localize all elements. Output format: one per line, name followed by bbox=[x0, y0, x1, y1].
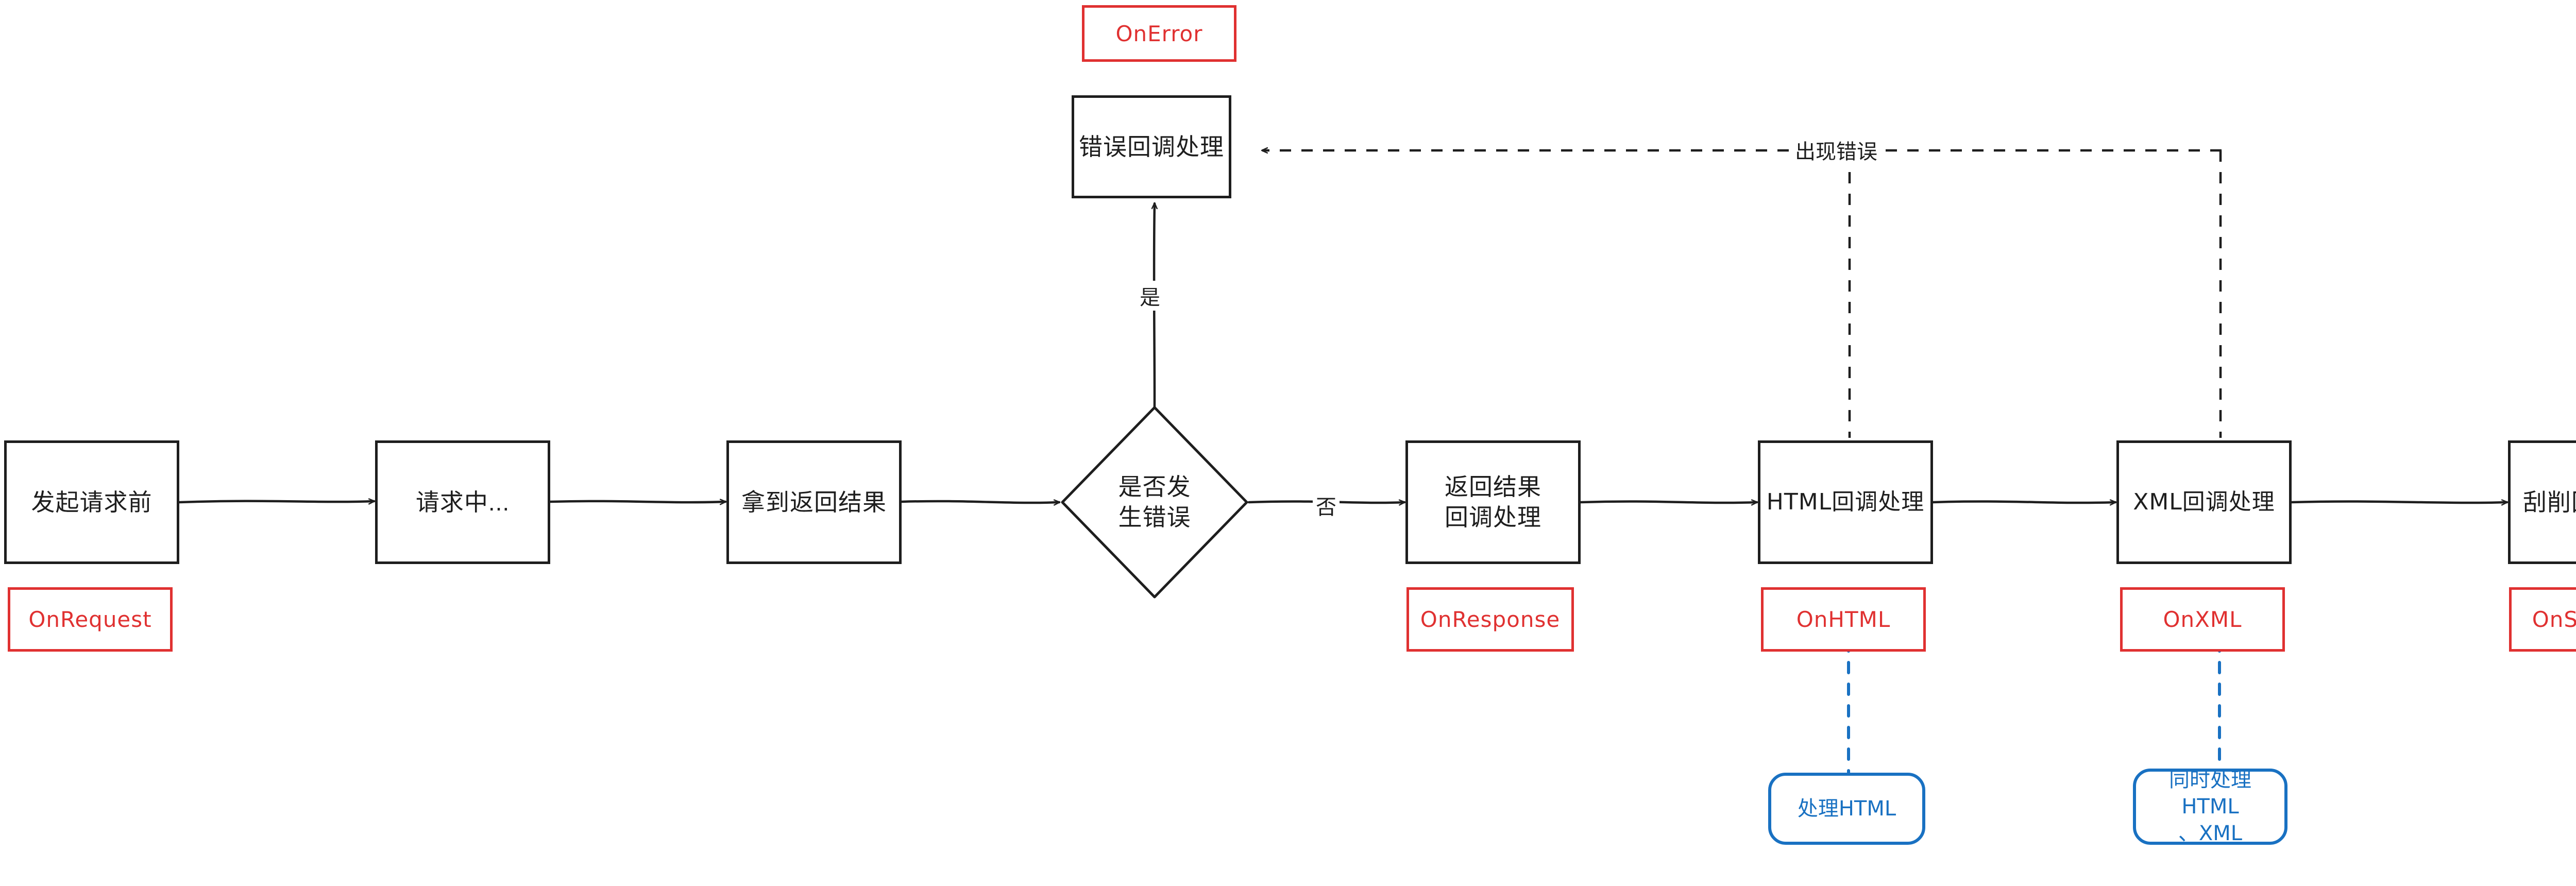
node-response-callback[interactable]: 返回结果 回调处理 bbox=[1405, 440, 1581, 564]
node-got-result[interactable]: 拿到返回结果 bbox=[726, 440, 902, 564]
event-on-error-label: OnError bbox=[1115, 21, 1203, 46]
event-on-scraped[interactable]: OnScraped bbox=[2509, 587, 2576, 652]
node-xml-callback[interactable]: XML回调处理 bbox=[2116, 440, 2292, 564]
event-on-request-label: OnRequest bbox=[28, 607, 152, 632]
event-on-response-label: OnResponse bbox=[1420, 607, 1561, 632]
edge-label-no: 否 bbox=[1313, 490, 1340, 520]
node-decision-error-label: 是否发 生错误 bbox=[1059, 404, 1250, 600]
edge-label-error-occurs: 出现错误 bbox=[1792, 135, 1880, 165]
node-html-callback[interactable]: HTML回调处理 bbox=[1758, 440, 1933, 564]
event-on-html[interactable]: OnHTML bbox=[1761, 587, 1926, 652]
node-got-result-label: 拿到返回结果 bbox=[741, 488, 887, 516]
diamond-shape bbox=[1061, 406, 1248, 599]
node-scraped-callback[interactable]: 刮削回调处理 bbox=[2508, 440, 2576, 564]
decision-line-1: 是否发 bbox=[1118, 473, 1191, 501]
event-on-request[interactable]: OnRequest bbox=[8, 587, 173, 652]
edge-label-yes: 是 bbox=[1137, 281, 1163, 311]
event-on-error[interactable]: OnError bbox=[1082, 5, 1236, 62]
note-xml-line-2: 、XML bbox=[2178, 822, 2243, 845]
node-error-callback[interactable]: 错误回调处理 bbox=[1072, 95, 1231, 198]
response-line-2: 回调处理 bbox=[1445, 504, 1541, 531]
event-on-xml-label: OnXML bbox=[2163, 607, 2242, 632]
event-on-xml[interactable]: OnXML bbox=[2120, 587, 2285, 652]
node-decision-error[interactable]: 是否发 生错误 bbox=[1059, 404, 1250, 600]
note-xml-processing[interactable]: 同时处理HTML 、XML bbox=[2133, 766, 2287, 847]
node-scraped-callback-label: 刮削回调处理 bbox=[2523, 488, 2576, 516]
note-xml-line-1: 同时处理HTML bbox=[2169, 768, 2251, 819]
event-on-html-label: OnHTML bbox=[1796, 607, 1891, 632]
node-before-request[interactable]: 发起请求前 bbox=[4, 440, 179, 564]
response-line-1: 返回结果 bbox=[1445, 473, 1541, 501]
decision-line-2: 生错误 bbox=[1118, 504, 1191, 531]
node-xml-callback-label: XML回调处理 bbox=[2133, 488, 2275, 515]
node-requesting-label: 请求中... bbox=[415, 488, 510, 516]
node-response-callback-label: 返回结果 回调处理 bbox=[1445, 472, 1541, 533]
note-html-processing-label: 处理HTML bbox=[1797, 797, 1896, 821]
event-on-scraped-label: OnScraped bbox=[2532, 607, 2576, 632]
note-xml-processing-label: 同时处理HTML 、XML bbox=[2145, 766, 2275, 847]
node-error-callback-label: 错误回调处理 bbox=[1079, 133, 1224, 160]
node-before-request-label: 发起请求前 bbox=[31, 488, 152, 516]
note-html-processing[interactable]: 处理HTML bbox=[1768, 773, 1925, 845]
node-html-callback-label: HTML回调处理 bbox=[1766, 488, 1925, 515]
node-requesting[interactable]: 请求中... bbox=[375, 440, 550, 564]
event-on-response[interactable]: OnResponse bbox=[1406, 587, 1574, 652]
